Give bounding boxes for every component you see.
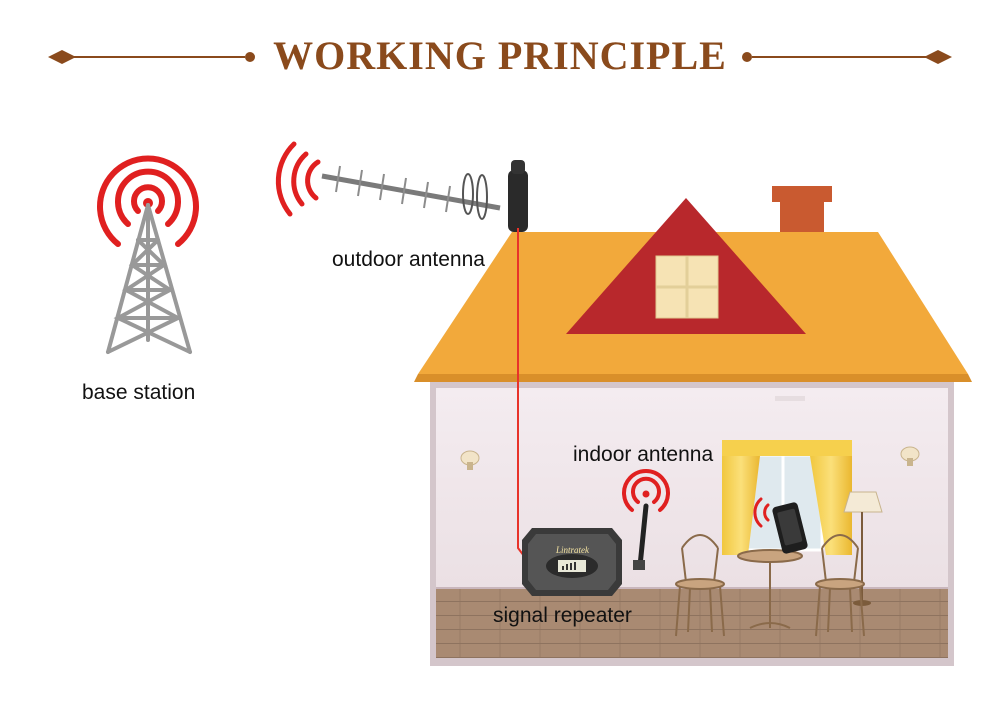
- indoor-antenna-signal-icon: [622, 469, 670, 512]
- title-ornament-right: [742, 50, 952, 64]
- outdoor-antenna-icon: [275, 141, 528, 232]
- signal-repeater-device-icon: [522, 528, 622, 596]
- page-title: WORKING PRINCIPLE: [273, 33, 727, 78]
- title-ornament-left: [48, 50, 255, 64]
- indoor-antenna-label: indoor antenna: [573, 443, 714, 466]
- outdoor-antenna-label: outdoor antenna: [332, 248, 485, 271]
- wall-lamp-left-icon: [460, 450, 480, 470]
- chair-right-icon: [815, 534, 865, 637]
- chair-left-icon: [675, 534, 725, 637]
- floor-lamp-icon: [843, 491, 883, 606]
- signal-repeater-label: signal repeater: [493, 604, 632, 627]
- room-window: [722, 440, 852, 555]
- base-station-label: base station: [82, 381, 196, 404]
- base-station-tower-icon: [97, 155, 199, 354]
- wall-lamp-right-icon: [900, 446, 920, 466]
- device-brand-text: Lintratek: [556, 545, 589, 555]
- chimney: [772, 186, 832, 202]
- mobile-phone-icon: [753, 497, 808, 554]
- indoor-antenna-icon: [633, 503, 649, 570]
